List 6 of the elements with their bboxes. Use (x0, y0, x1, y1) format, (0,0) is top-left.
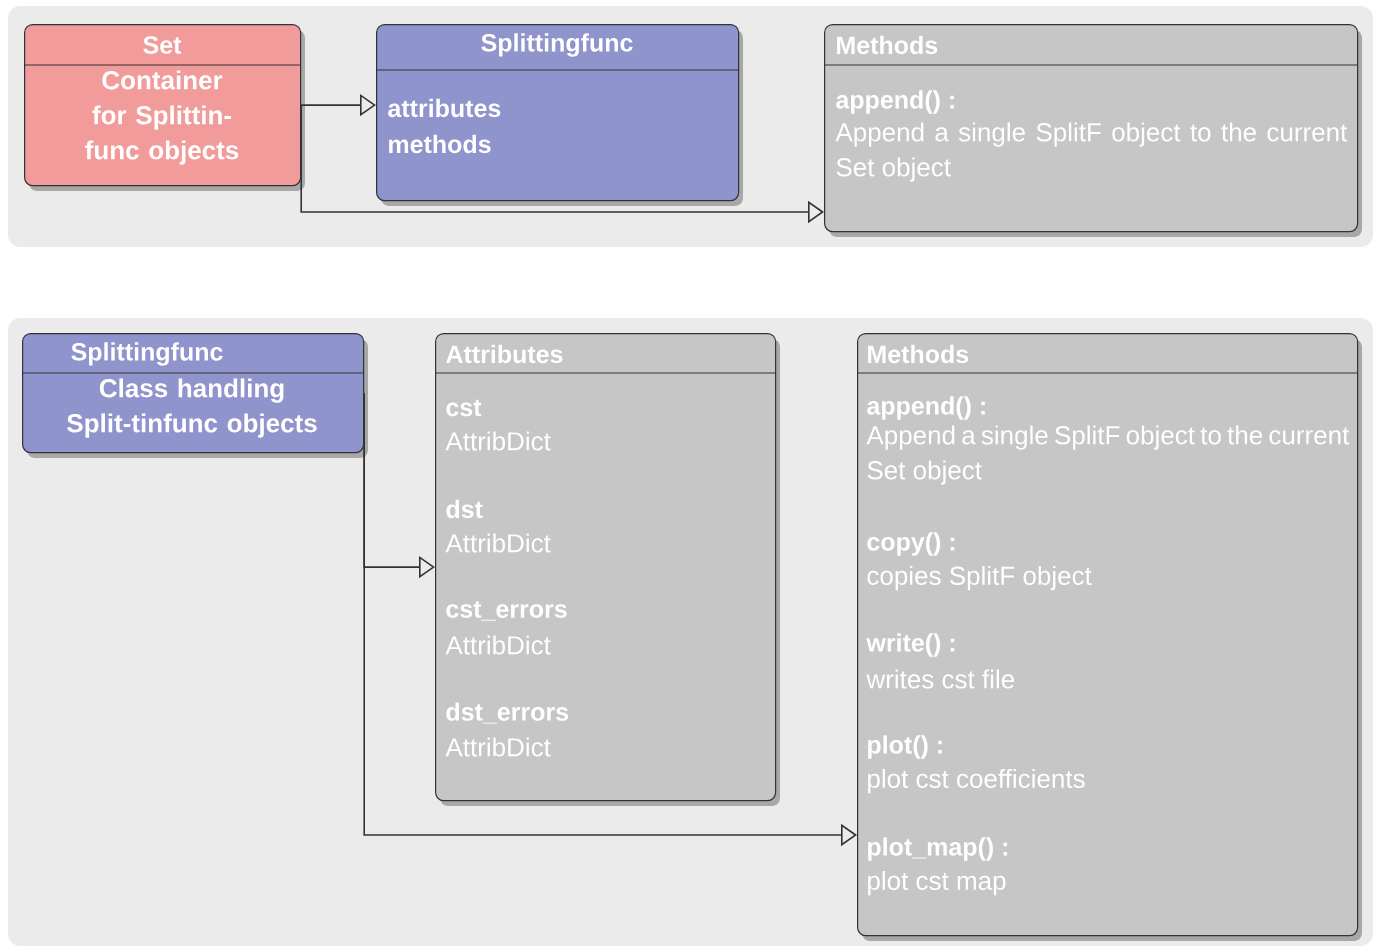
class-box: Set Container for Splittin-func objects (23, 24, 305, 191)
class-box: Splittingfunc Class handling Split-tinfunc objects (21, 333, 368, 458)
class-box: Splittingfunc attributes methods (375, 24, 743, 206)
class-box: Attributes cst AttribDict dst AttribDict cst_errors AttribDict dst_errors AttribDict (434, 333, 780, 806)
class-box: Methods append() : Append a single SplitF object to the current Set object copy() : copies SplitF object write() : writes cst file plot() : plot cst coefficients plot_map() : plot cst map (856, 333, 1362, 941)
class-box: Methods append() : Append a single SplitF object to the current Set object (823, 24, 1362, 237)
